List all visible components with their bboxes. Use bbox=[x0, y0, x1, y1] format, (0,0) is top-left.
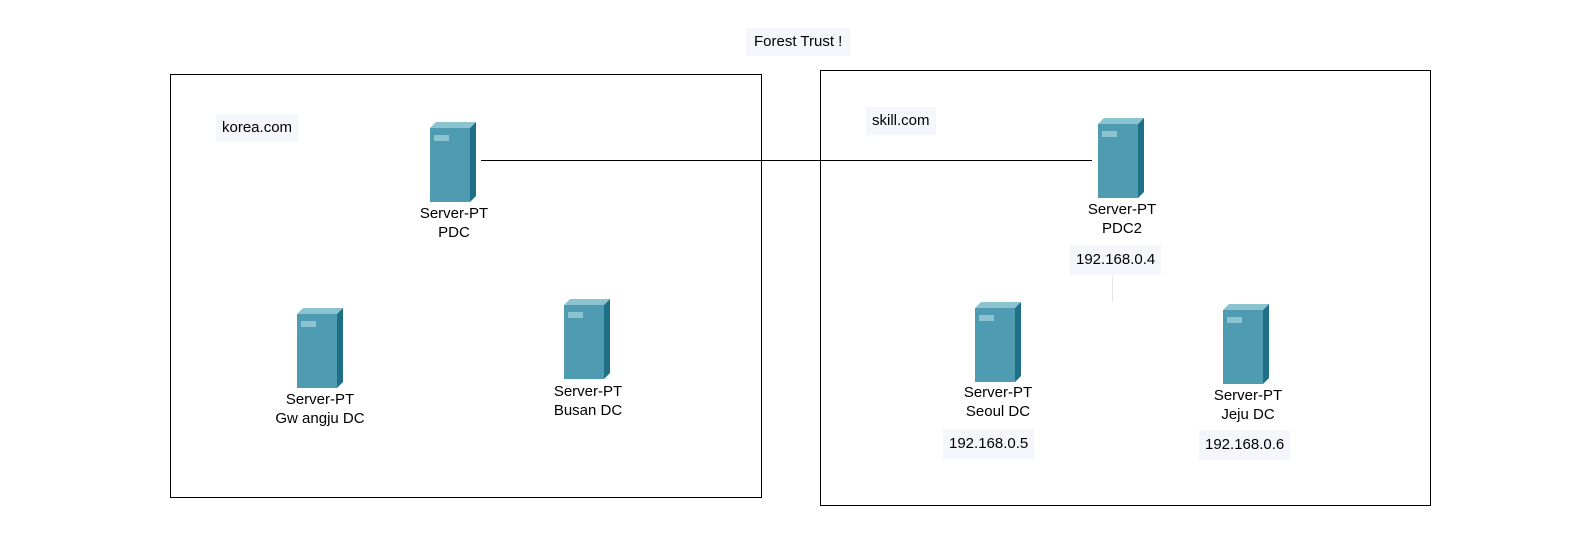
server-busan-dc-caption: Server-PT Busan DC bbox=[508, 382, 668, 420]
server-seoul-dc-ip: 192.168.0.5 bbox=[943, 429, 1035, 459]
server-icon bbox=[1223, 304, 1269, 384]
server-model-label: Server-PT bbox=[419, 205, 489, 222]
server-model-label: Server-PT bbox=[1087, 201, 1157, 218]
server-name-label: Busan DC bbox=[553, 402, 623, 419]
server-gwangju-dc[interactable] bbox=[291, 308, 351, 388]
server-name-label: Gw angju DC bbox=[275, 410, 365, 427]
server-icon bbox=[975, 302, 1021, 382]
connector-stub bbox=[1112, 276, 1113, 302]
domain-box-skill[interactable] bbox=[820, 70, 1431, 506]
domain-label-korea: korea.com bbox=[216, 114, 299, 142]
diagram-title: Forest Trust ! bbox=[746, 28, 851, 56]
server-seoul-dc-caption: Server-PT Seoul DC bbox=[918, 383, 1078, 421]
server-icon bbox=[430, 122, 476, 202]
server-name-label: PDC2 bbox=[1101, 220, 1142, 237]
domain-label-skill: skill.com bbox=[866, 107, 936, 135]
server-busan-dc[interactable] bbox=[558, 299, 618, 379]
server-jeju-dc-caption: Server-PT Jeju DC bbox=[1168, 386, 1328, 424]
server-pdc2-ip: 192.168.0.4 bbox=[1070, 245, 1162, 275]
server-model-label: Server-PT bbox=[553, 383, 623, 400]
server-name-label: Jeju DC bbox=[1221, 406, 1275, 423]
server-name-label: Seoul DC bbox=[965, 403, 1031, 420]
server-seoul-dc[interactable] bbox=[969, 302, 1029, 382]
server-pdc-caption: Server-PT PDC bbox=[374, 204, 534, 242]
server-pdc2[interactable] bbox=[1092, 118, 1152, 198]
server-model-label: Server-PT bbox=[285, 391, 355, 408]
server-model-label: Server-PT bbox=[1213, 387, 1283, 404]
server-icon bbox=[1098, 118, 1144, 198]
server-model-label: Server-PT bbox=[963, 384, 1033, 401]
server-pdc2-caption: Server-PT PDC2 bbox=[1042, 200, 1202, 238]
server-icon bbox=[564, 299, 610, 379]
server-name-label: PDC bbox=[438, 224, 470, 241]
server-gwangju-dc-caption: Server-PT Gw angju DC bbox=[240, 390, 400, 428]
server-pdc[interactable] bbox=[424, 122, 484, 202]
server-jeju-dc[interactable] bbox=[1217, 304, 1277, 384]
server-icon bbox=[297, 308, 343, 388]
domain-box-korea[interactable] bbox=[170, 74, 762, 498]
trust-link-line[interactable] bbox=[481, 160, 1092, 161]
server-jeju-dc-ip: 192.168.0.6 bbox=[1199, 430, 1291, 460]
